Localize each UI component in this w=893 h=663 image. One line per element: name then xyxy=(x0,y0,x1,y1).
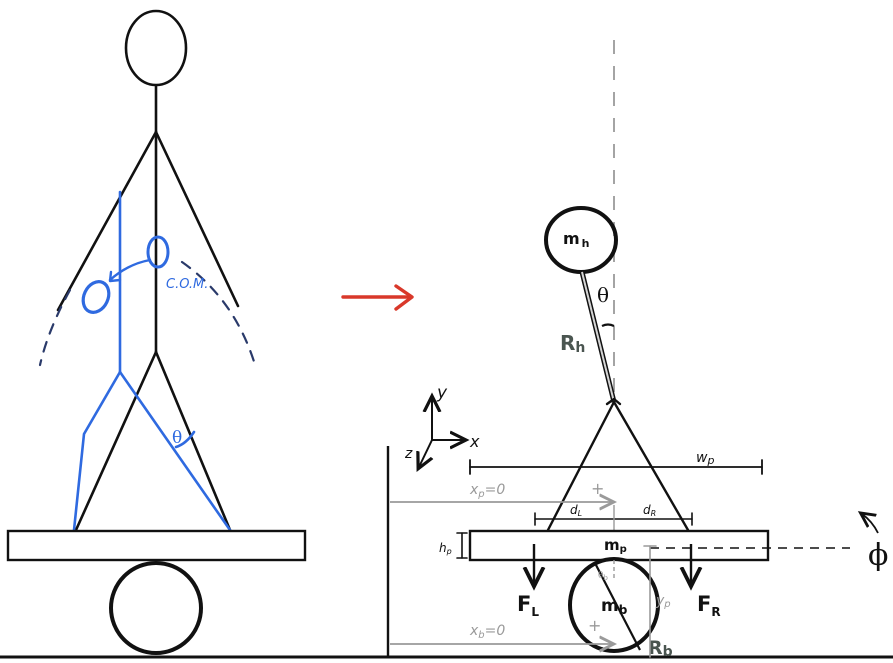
head-mass-circle xyxy=(544,206,618,274)
phi-rotation-arrow xyxy=(862,514,879,534)
blue-leaning-figure xyxy=(72,190,232,532)
yp-dimension xyxy=(643,545,657,658)
theta-arc-right xyxy=(601,323,615,328)
plank-width-dimension xyxy=(469,459,763,475)
right-swing-arc xyxy=(180,260,258,370)
yp-label: yp xyxy=(655,593,671,610)
axis-y-label: y xyxy=(436,383,448,403)
plus-top: + xyxy=(591,479,604,498)
theta-label-right: θ xyxy=(597,283,609,307)
com-circle-shifted xyxy=(81,280,111,314)
rod-length-label: Rh xyxy=(560,331,585,356)
left-leg-right xyxy=(154,350,232,532)
plus-bottom: + xyxy=(588,616,601,635)
com-label: C.O.M. xyxy=(166,277,208,292)
d-right-label: dR xyxy=(643,503,656,518)
plank-height-dimension xyxy=(456,532,468,559)
ball-radius-label: Rb xyxy=(648,637,673,660)
plank-height-label: hp xyxy=(439,541,452,556)
left-leg-left xyxy=(74,350,158,532)
left-arm-left xyxy=(56,130,158,312)
left-plank xyxy=(6,529,307,562)
plank-mass-label: mp xyxy=(604,536,627,555)
com-shift-arrow xyxy=(108,258,152,282)
com-shift-arrowhead xyxy=(108,270,122,283)
theta-label-left: θ xyxy=(172,428,182,448)
left-stick-figure xyxy=(56,9,240,532)
transform-arrow xyxy=(341,284,414,311)
coordinate-axes xyxy=(419,398,464,467)
pendulum-rod-inner xyxy=(581,271,615,403)
force-right-label: FR xyxy=(697,592,721,619)
d-left-label: dL xyxy=(570,503,582,518)
blue-leg-right xyxy=(118,370,232,532)
xb-equation: xb=0 xyxy=(469,623,505,641)
xp-equation: xp=0 xyxy=(469,482,505,500)
com-circle-start xyxy=(146,235,170,269)
left-arm-right xyxy=(154,130,240,308)
left-head xyxy=(124,9,188,87)
theta-b-label: θb xyxy=(598,571,608,582)
axis-x-label: x xyxy=(469,432,480,451)
axis-z-label: z xyxy=(404,446,413,462)
ball-radius-line xyxy=(595,564,641,651)
left-swing-arc xyxy=(38,288,72,367)
theta-arc-left xyxy=(174,430,196,449)
phi-label: ϕ xyxy=(868,538,888,573)
force-left-label: FL xyxy=(517,592,539,619)
left-ball xyxy=(109,561,203,655)
plank-width-label: wp xyxy=(696,450,714,467)
triangle-legs xyxy=(546,397,690,532)
blue-leg-left xyxy=(72,370,122,532)
